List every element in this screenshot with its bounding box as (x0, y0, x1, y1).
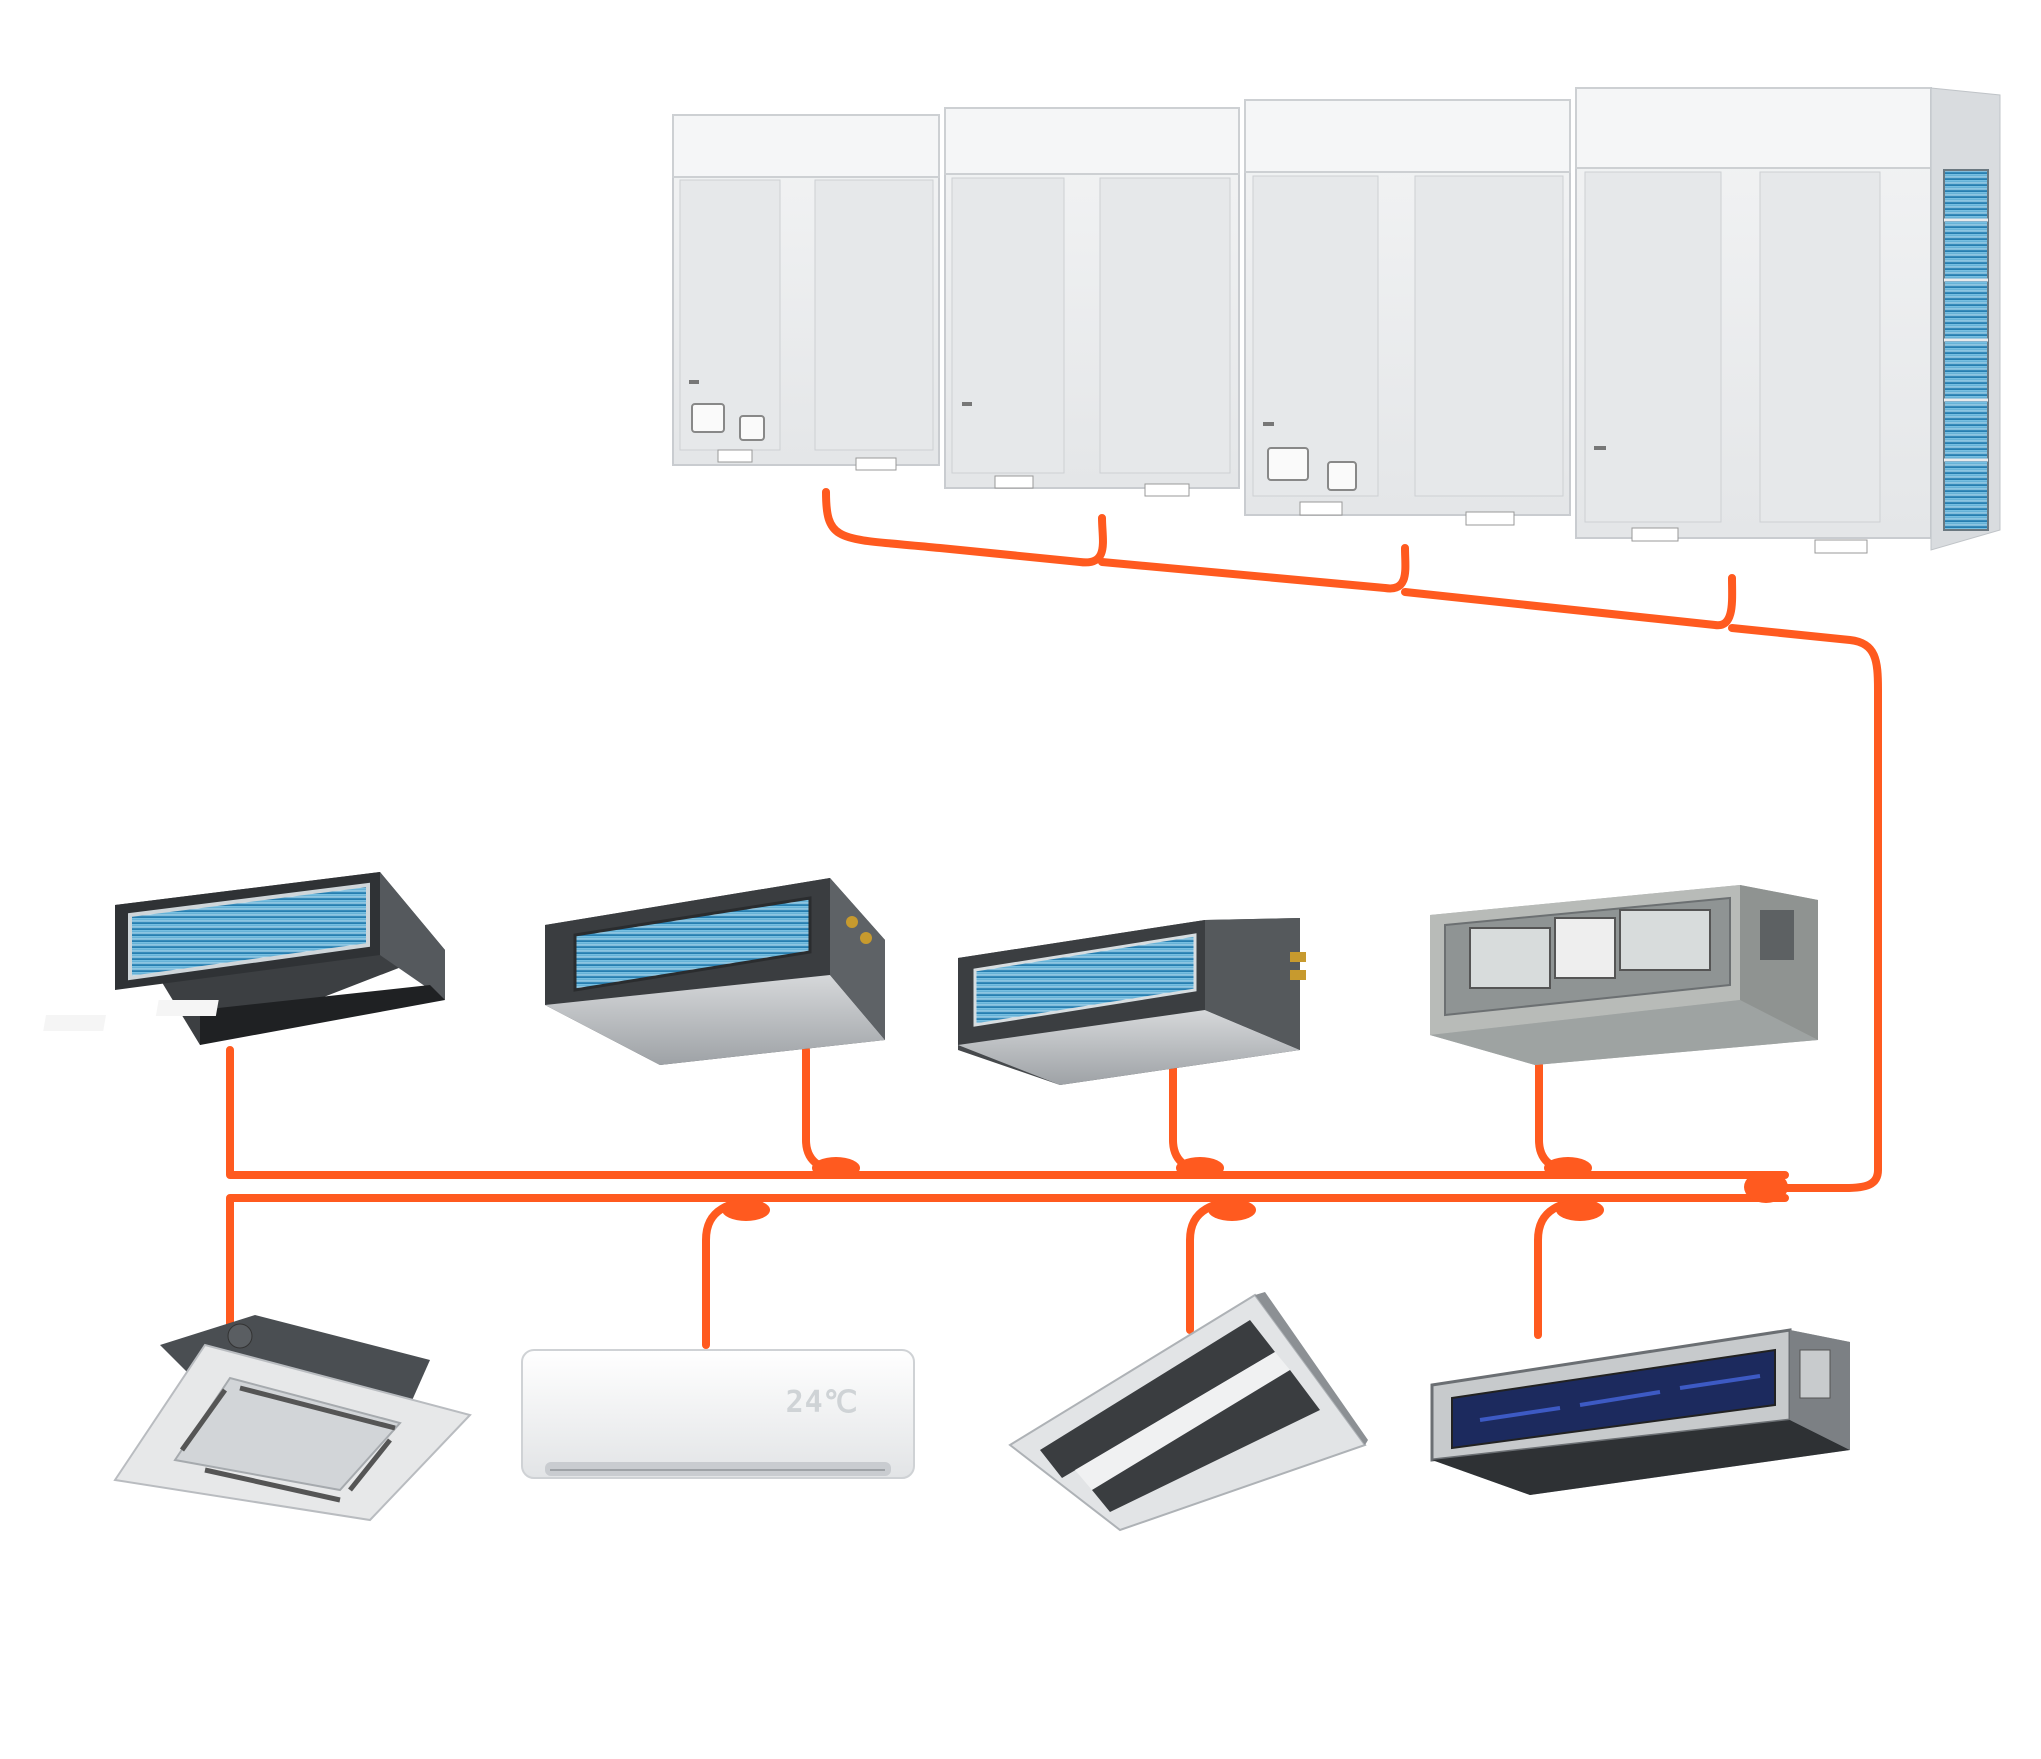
outdoor-module-3 (1244, 99, 1571, 526)
outdoor-module-1 (672, 114, 940, 471)
ducted-unit-high-static (43, 872, 445, 1045)
service-panel-icon (691, 403, 725, 433)
refrigerant-piping (226, 488, 1882, 1349)
outdoor-unit-bank (672, 87, 2001, 554)
ducted-unit-blue-filter (1430, 1328, 1850, 1495)
ducted-unit-slim (545, 878, 885, 1065)
cassette-ac-icon (1092, 1370, 1320, 1512)
temperature-display: 24℃ (786, 1385, 859, 1420)
wall-ac-icon (521, 1349, 915, 1479)
main-pipe-upper (226, 1046, 1789, 1179)
ducted-ac-icon (1619, 909, 1711, 971)
ducted-ac-icon (573, 896, 812, 992)
branch-joints (722, 1157, 1788, 1221)
wall-mounted-unit: 24℃ (521, 1349, 915, 1479)
outdoor-module-2 (944, 107, 1240, 497)
outdoor-header-pipe (822, 488, 1107, 567)
main-pipe-lower (226, 1194, 1789, 1334)
outdoor-module-4 (1575, 87, 2001, 554)
cassette-unit-two-way (1008, 1292, 1368, 1532)
condenser-grille-icon (1943, 169, 1989, 531)
branch-joint-icon (812, 1157, 860, 1179)
ducted-unit-medium (958, 918, 1306, 1085)
cassette-unit-four-way (113, 1315, 472, 1522)
ducted-ac-icon (128, 882, 370, 981)
ducted-unit-fan-coil (1430, 885, 1818, 1065)
ducted-ac-icon (973, 933, 1197, 1027)
